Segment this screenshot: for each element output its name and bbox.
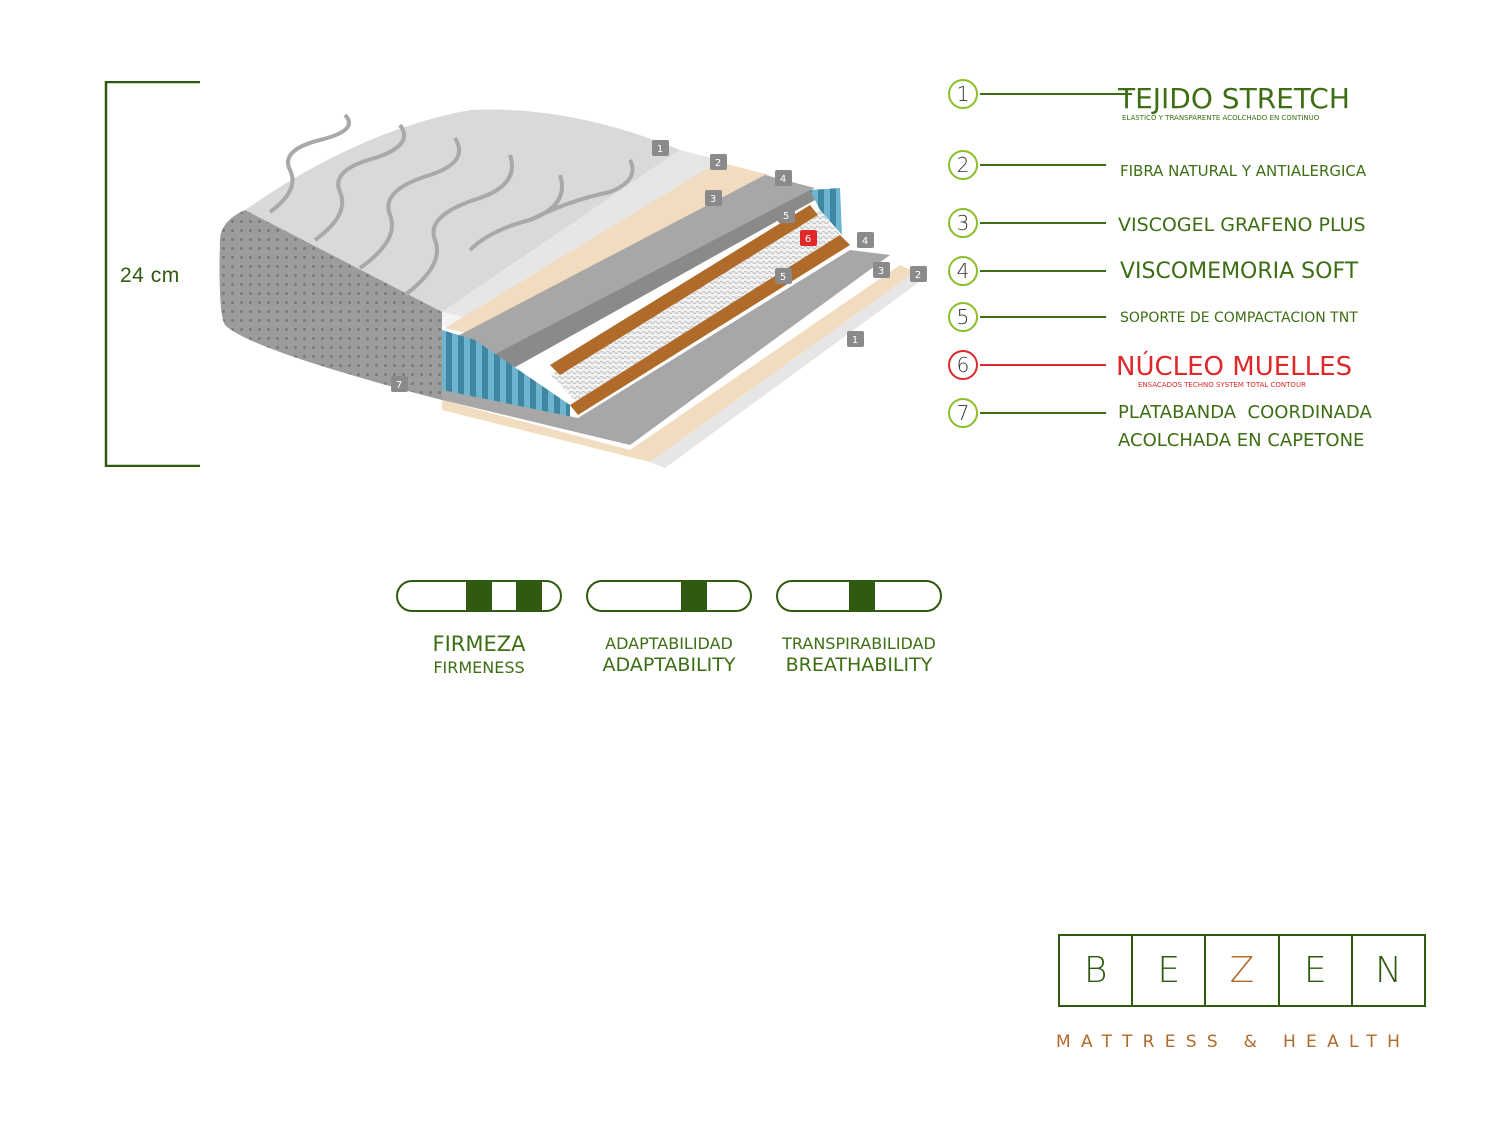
layer-viscogel-bottom [442, 250, 890, 445]
legend-leader-line [980, 93, 1132, 95]
tag-1: 1 [652, 140, 669, 156]
legend-number-5: 5 [948, 302, 978, 332]
rating-bar [586, 580, 752, 612]
legend-number-1: 1 [948, 79, 978, 109]
legend-title-2: FIBRA NATURAL Y ANTIALERGICA [1120, 162, 1367, 180]
svg-text:2: 2 [715, 158, 721, 169]
tag-2b: 2 [910, 266, 927, 282]
legend-number-4: 4 [948, 256, 978, 286]
legend-title-7: PLATABANDA COORDINADA [1118, 402, 1372, 423]
svg-text:5: 5 [780, 272, 786, 283]
brand-letter: Z [1206, 936, 1280, 1005]
rating-label-es: TRANSPIRABILIDAD [782, 634, 936, 653]
layer-fiber-top [445, 162, 770, 340]
legend-number-6: 6 [948, 350, 978, 380]
brand-logo: B E Z E N [1058, 934, 1426, 1007]
tag-1b: 1 [847, 331, 864, 347]
legend-item-5: 5 SOPORTE DE COMPACTACION TNT [948, 302, 1408, 336]
layer-fabric-bottom [650, 272, 922, 468]
legend-leader-line [980, 164, 1106, 166]
rating-label-en: FIRMENESS [433, 658, 525, 677]
layer-fabric-top [442, 150, 720, 322]
rating-bar [776, 580, 942, 612]
brand-letter: E [1133, 936, 1207, 1005]
legend-title-6: NÚCLEO MUELLES [1116, 352, 1353, 382]
legend-title-3: VISCOGEL GRAFENO PLUS [1118, 214, 1366, 236]
spring-core [550, 210, 840, 405]
quilt-waves [268, 113, 635, 297]
legend-item-4: 4 VISCOMEMORIA SOFT [948, 256, 1408, 290]
svg-text:2: 2 [915, 270, 921, 281]
legend-item-7: 7 PLATABANDA COORDINADA ACOLCHADA EN CAP… [948, 398, 1408, 458]
rating-label-es: FIRMEZA [432, 632, 526, 656]
svg-text:4: 4 [780, 174, 786, 185]
rating-label-en: BREATHABILITY [785, 654, 933, 676]
legend-number-7: 7 [948, 398, 978, 428]
svg-text:1: 1 [852, 335, 858, 346]
legend-title-1: TEJIDO STRETCH [1118, 82, 1350, 115]
tag-4: 4 [775, 170, 792, 186]
quilted-top [245, 109, 680, 312]
layer-tnt-top [550, 205, 818, 375]
tag-3b: 3 [873, 262, 890, 278]
height-label: 24 cm [120, 264, 180, 287]
layer-fiber-bottom [442, 265, 915, 462]
mattress-cutaway-diagram: 1 2 3 4 5 6 4 5 3 2 1 7 [219, 109, 927, 468]
legend-subtitle-6: ENSACADOS TECHNO SYSTEM TOTAL CONTOUR [1138, 381, 1306, 389]
legend-title-4: VISCOMEMORIA SOFT [1120, 259, 1359, 284]
svg-text:1: 1 [657, 144, 663, 155]
height-bracket [104, 81, 200, 467]
brand-letter: N [1374, 950, 1402, 991]
brand-tagline: MATTRESS & HEALTH [1056, 1032, 1411, 1052]
legend-leader-line [980, 270, 1106, 272]
legend-leader-line [980, 222, 1106, 224]
tag-7: 7 [391, 376, 408, 392]
brand-letter: E [1280, 936, 1353, 1005]
rating-label-en: ADAPTABILITY [602, 654, 736, 676]
legend-number-3: 3 [948, 208, 978, 238]
svg-text:3: 3 [710, 194, 716, 205]
legend-leader-line [980, 316, 1106, 318]
legend-title-5: SOPORTE DE COMPACTACION TNT [1120, 310, 1358, 326]
legend-title-7-line2: ACOLCHADA EN CAPETONE [1118, 430, 1365, 451]
legend-item-3: 3 VISCOGEL GRAFENO PLUS [948, 208, 1408, 242]
legend-item-2: 2 FIBRA NATURAL Y ANTIALERGICA [948, 150, 1408, 184]
layer-viscogel-top [450, 175, 815, 360]
legend-item-1: 1 TEJIDO STRETCH ELASTICO Y TRANSPARENTE… [948, 79, 1408, 122]
legend-leader-line [980, 364, 1106, 366]
svg-text:5: 5 [783, 211, 789, 222]
legend-number-2: 2 [948, 150, 978, 180]
tag-2: 2 [710, 154, 727, 170]
svg-text:3: 3 [878, 266, 884, 277]
brand-letter: B [1060, 936, 1134, 1005]
tag-4b: 4 [857, 232, 874, 248]
legend-item-6: 6 NÚCLEO MUELLES ENSACADOS TECHNO SYSTEM… [948, 350, 1408, 389]
rating-bar [396, 580, 562, 612]
svg-text:4: 4 [862, 236, 868, 247]
side-band [219, 210, 442, 400]
diagram-number-tags: 1 2 3 4 5 6 4 5 3 2 1 7 [391, 140, 927, 392]
legend-subtitle-1: ELASTICO Y TRANSPARENTE ACOLCHADO EN CON… [1122, 114, 1320, 122]
tag-6: 6 [800, 230, 817, 246]
svg-text:7: 7 [396, 380, 402, 391]
legend-leader-line [980, 412, 1106, 414]
tag-5b: 5 [775, 268, 792, 284]
rating-label-es: ADAPTABILIDAD [605, 634, 733, 653]
tag-5: 5 [778, 207, 795, 223]
svg-text:6: 6 [805, 234, 811, 245]
tag-3: 3 [705, 190, 722, 206]
